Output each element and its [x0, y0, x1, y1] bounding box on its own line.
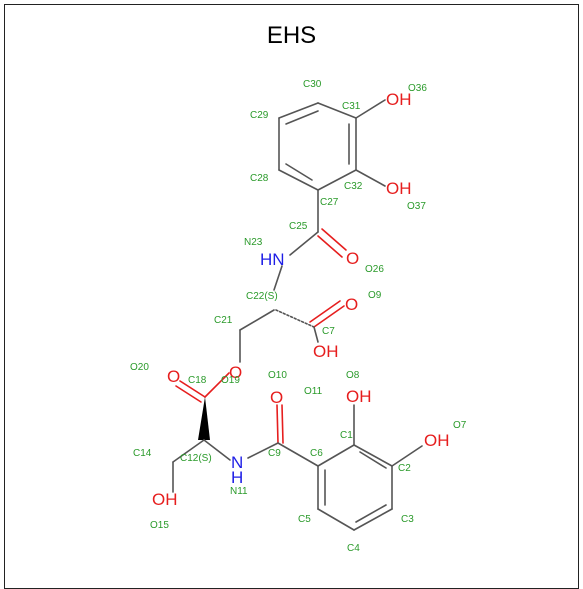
label-o37: O37 — [407, 201, 426, 212]
atom-o19-symbol: O — [229, 363, 242, 382]
label-c2: C2 — [398, 463, 411, 474]
label-c12: C12(S) — [180, 453, 212, 464]
atom-o9-symbol: O — [345, 295, 358, 314]
label-n11: N11 — [230, 486, 248, 497]
label-c30: C30 — [303, 79, 322, 90]
atom-ring-oh-1-symbol: OH — [346, 387, 372, 406]
label-c31: C31 — [342, 101, 361, 112]
label-o26: O26 — [365, 264, 384, 275]
label-o11: O11 — [304, 386, 323, 397]
label-o10: O10 — [268, 370, 287, 381]
label-o8: O8 — [346, 370, 360, 381]
label-c4: C4 — [347, 543, 360, 554]
label-c18: C18 — [188, 375, 207, 386]
label-o9: O9 — [368, 290, 382, 301]
label-c6: C6 — [310, 448, 323, 459]
label-c7: C7 — [322, 326, 335, 337]
label-c22: C22(S) — [246, 291, 278, 302]
label-c29: C29 — [250, 110, 269, 121]
label-o20: O20 — [130, 362, 149, 373]
atom-o15-symbol: OH — [152, 490, 178, 509]
atom-n23-symbol: HN — [260, 250, 285, 269]
atom-o10-symbol: O — [270, 388, 283, 407]
atom-ring-oh-2-symbol: OH — [424, 431, 450, 450]
molecule-title: EHS — [266, 22, 317, 49]
label-o36: O36 — [408, 83, 427, 94]
diagram-frame — [4, 4, 579, 589]
label-c25: C25 — [289, 221, 308, 232]
label-c1: C1 — [340, 430, 353, 441]
lower-catechol-ring — [317, 444, 393, 531]
atom-o36-symbol: OH — [386, 90, 412, 109]
label-c3: C3 — [401, 514, 414, 525]
label-c32: C32 — [344, 181, 363, 192]
label-c14: C14 — [133, 448, 152, 459]
label-c27: C27 — [320, 197, 339, 208]
label-o15: O15 — [150, 520, 169, 531]
atom-o37-symbol: OH — [386, 179, 412, 198]
atom-o20-symbol: O — [167, 367, 180, 386]
atom-o26-symbol: O — [346, 249, 359, 268]
upper-catechol-ring — [278, 102, 357, 191]
label-c28: C28 — [250, 173, 269, 184]
label-c21: C21 — [214, 315, 233, 326]
label-c5: C5 — [298, 514, 311, 525]
label-n23: N23 — [244, 237, 263, 248]
atom-o8-symbol: OH — [313, 342, 339, 361]
label-c9: C9 — [268, 448, 281, 459]
label-o19: O19 — [221, 375, 240, 386]
label-o7: O7 — [453, 420, 467, 431]
